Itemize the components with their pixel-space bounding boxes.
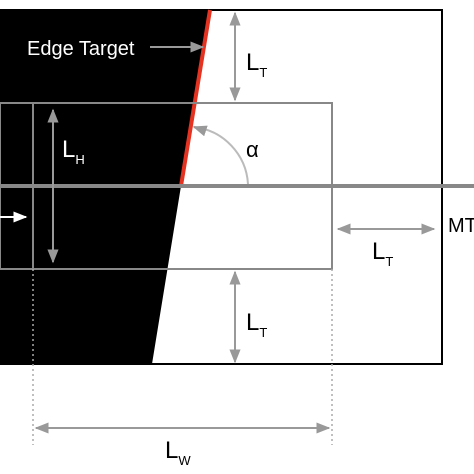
edge-target-label: Edge Target	[27, 38, 135, 60]
alpha-label: α	[246, 137, 259, 162]
alpha-arc	[193, 126, 249, 185]
lt-top-label: LT	[246, 49, 267, 80]
lw-label: LW	[165, 437, 191, 468]
lt-right-label: LT	[372, 238, 393, 269]
lw-sub: W	[178, 453, 191, 468]
alpha-arc-arrowhead	[192, 125, 208, 137]
lt-bottom-label: LT	[246, 309, 267, 340]
lh-label: LH	[62, 136, 85, 167]
lt-bottom-main: L	[246, 309, 259, 336]
lt-right-sub: T	[385, 254, 393, 269]
lw-main: L	[165, 437, 178, 464]
lh-sub: H	[75, 152, 84, 167]
edge-target-line	[179, 9, 212, 187]
lt-bottom-sub: T	[259, 325, 267, 340]
lt-top-main: L	[246, 49, 259, 76]
mt-label: MT	[448, 215, 474, 237]
lh-main: L	[62, 136, 75, 163]
lt-top-sub: T	[259, 65, 267, 80]
lt-right-main: L	[372, 238, 385, 265]
